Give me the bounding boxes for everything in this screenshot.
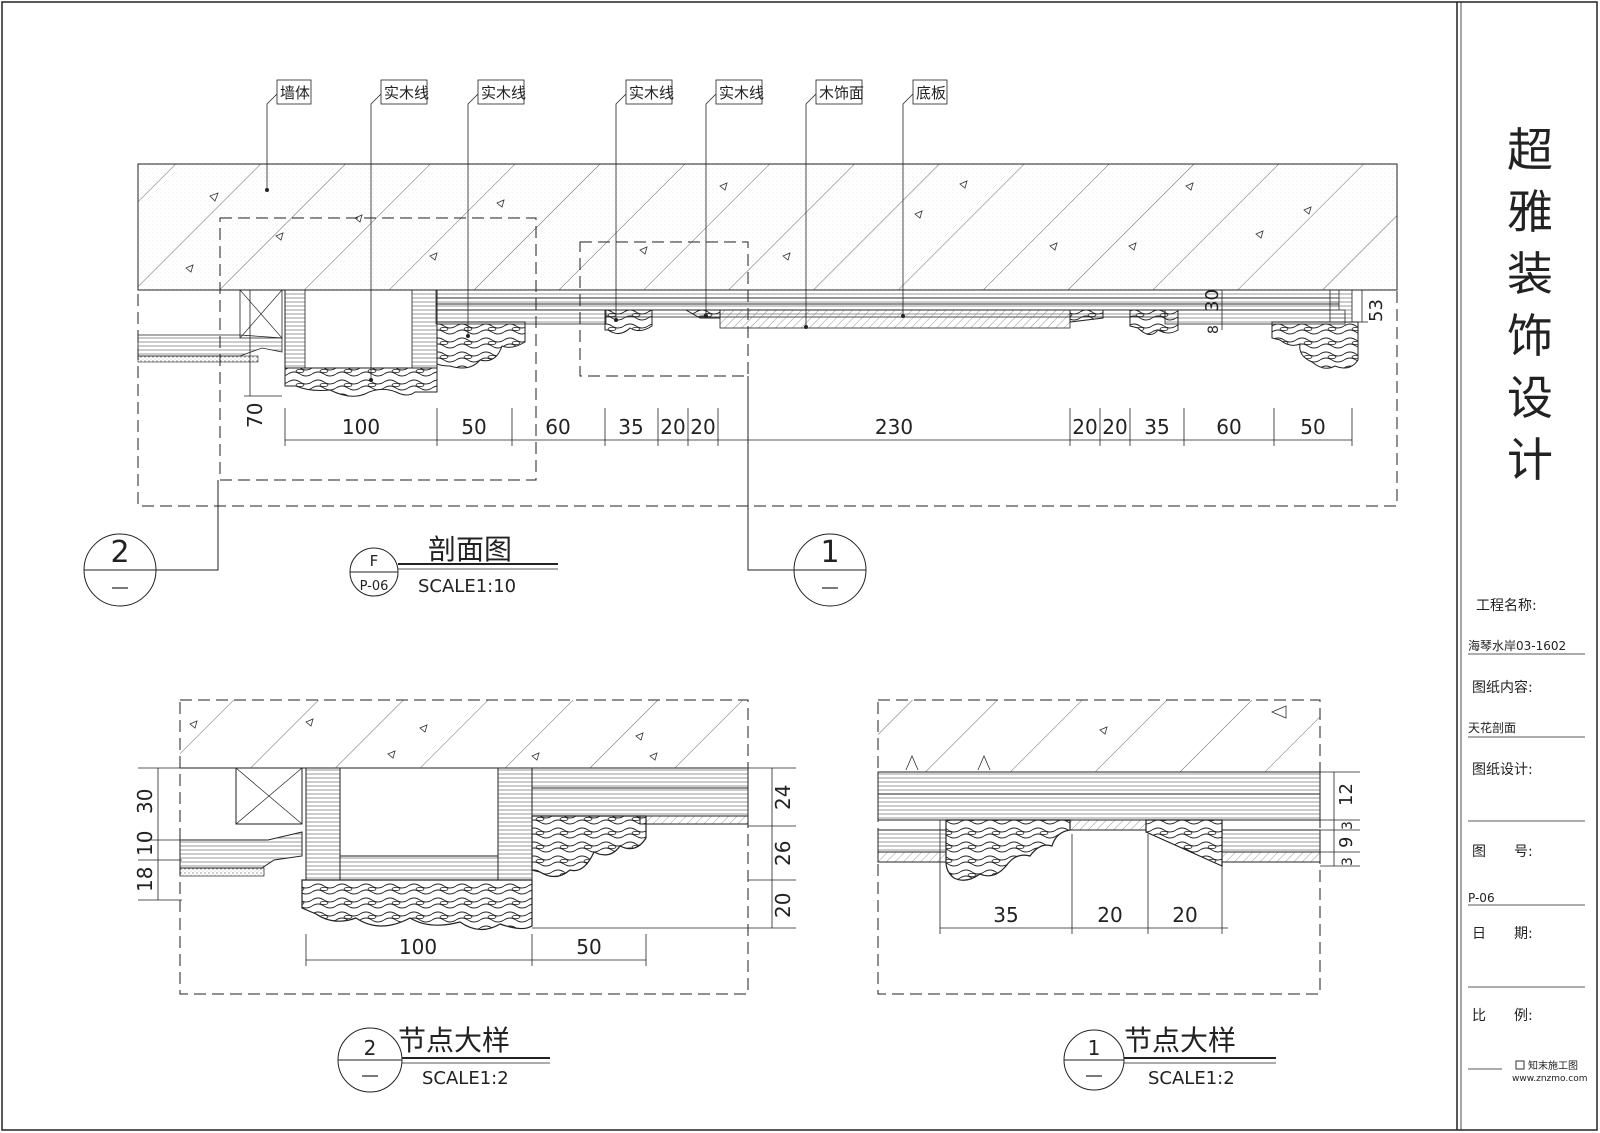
d1-dim-9: 9 bbox=[1336, 837, 1357, 848]
d2-dim-10: 10 bbox=[133, 831, 157, 856]
project-name-value: 海琴水岸03-1602 bbox=[1468, 638, 1566, 653]
section-title: 剖面图 bbox=[428, 533, 512, 566]
drawing-content-label: 图纸内容: bbox=[1472, 679, 1533, 696]
d2-dim-20: 20 bbox=[771, 893, 795, 918]
detail1-drawing: 12 3 9 3 35 20 20 1 节点大样 SCALE1:2 bbox=[877, 699, 1360, 1091]
d2-dim-24: 24 bbox=[771, 785, 795, 810]
d2-dim-26: 26 bbox=[771, 841, 795, 866]
dim-top-7: 230 bbox=[875, 415, 913, 439]
d1-dim-12: 12 bbox=[1336, 783, 1357, 806]
dim-top-1: 100 bbox=[342, 415, 380, 439]
company-char-6: 计 bbox=[1507, 433, 1553, 487]
section-drawing: 墙体 实木线 实木线 实木线 实木线 木饰面 底板 100 50 60 35 bbox=[83, 79, 1398, 607]
scale-label: 比 例: bbox=[1472, 1008, 1533, 1024]
d1-dim-35: 35 bbox=[993, 903, 1018, 927]
dim-8: 8 bbox=[1206, 325, 1222, 334]
company-char-2: 雅 bbox=[1507, 185, 1553, 239]
d2-dim-30: 30 bbox=[133, 789, 157, 814]
d2-dim-100: 100 bbox=[399, 935, 437, 959]
callout-moulding-1: 实木线 bbox=[384, 84, 429, 102]
dim-30: 30 bbox=[1202, 289, 1223, 312]
detail2-scale: SCALE1:2 bbox=[422, 1068, 509, 1089]
d1-dim-20b: 20 bbox=[1172, 903, 1197, 927]
drawing-number-value: P-06 bbox=[1468, 891, 1495, 905]
detail1-frame bbox=[579, 241, 749, 377]
company-char-3: 装 bbox=[1507, 247, 1553, 301]
dim-top-8: 20 bbox=[1072, 415, 1097, 439]
dim-top-6: 20 bbox=[690, 415, 715, 439]
company-char-5: 设 bbox=[1507, 371, 1553, 425]
watermark-brand: 知末施工图 bbox=[1528, 1059, 1578, 1072]
dim-top-9: 20 bbox=[1102, 415, 1127, 439]
dim-top-4: 35 bbox=[618, 415, 643, 439]
callout-wall: 墙体 bbox=[280, 84, 310, 102]
dim-top-11: 60 bbox=[1216, 415, 1241, 439]
drawing-number-label: 图 号: bbox=[1472, 844, 1533, 860]
dim-top-12: 50 bbox=[1300, 415, 1325, 439]
dim-top-2: 50 bbox=[461, 415, 486, 439]
callout-moulding-2: 实木线 bbox=[481, 84, 526, 102]
d1-dim-20a: 20 bbox=[1097, 903, 1122, 927]
callout-veneer: 木饰面 bbox=[819, 84, 864, 102]
callout-base-board: 底板 bbox=[916, 84, 946, 102]
dim-top-5: 20 bbox=[660, 415, 685, 439]
section-symbol-bottom: P-06 bbox=[360, 579, 389, 594]
d2-dim-18: 18 bbox=[133, 867, 157, 892]
detail2-title: 节点大样 bbox=[398, 1024, 510, 1057]
dim-top-10: 35 bbox=[1144, 415, 1169, 439]
company-char-1: 超 bbox=[1507, 123, 1553, 177]
drawing-designer-label: 图纸设计: bbox=[1472, 762, 1533, 778]
d1-dim-3b: 3 bbox=[1340, 857, 1356, 866]
drawing-content-value: 天花剖面 bbox=[1468, 720, 1516, 735]
dim-70: 70 bbox=[243, 403, 267, 428]
dim-top-3: 60 bbox=[545, 415, 570, 439]
section-scale: SCALE1:10 bbox=[418, 576, 516, 597]
dim-53: 53 bbox=[1366, 299, 1387, 322]
date-label: 日 期: bbox=[1472, 926, 1533, 942]
company-char-4: 饰 bbox=[1507, 309, 1553, 363]
section-symbol-top: F bbox=[370, 552, 379, 570]
watermark-logo-icon bbox=[1515, 1060, 1525, 1070]
detail2-drawing: 30 10 18 24 26 20 100 50 2 bbox=[133, 699, 796, 1093]
detail1-title-number: 1 bbox=[1088, 1036, 1101, 1060]
detail2-ref-number: 2 bbox=[110, 535, 129, 570]
detail2-title-number: 2 bbox=[364, 1036, 377, 1060]
d1-dim-3a: 3 bbox=[1340, 821, 1356, 830]
detail1-scale: SCALE1:2 bbox=[1148, 1068, 1235, 1089]
d2-dim-50: 50 bbox=[576, 935, 601, 959]
detail1-title: 节点大样 bbox=[1124, 1024, 1236, 1057]
detail1-ref-number: 1 bbox=[820, 535, 839, 570]
callout-moulding-4: 实木线 bbox=[719, 84, 764, 102]
watermark-url: www.znzmo.com bbox=[1512, 1074, 1587, 1084]
callout-moulding-3: 实木线 bbox=[629, 84, 674, 102]
project-name-label: 工程名称: bbox=[1476, 598, 1537, 614]
title-block: 超 雅 装 饰 设 计 工程名称: 海琴水岸03-1602 图纸内容: 天花剖面… bbox=[1468, 123, 1587, 1084]
